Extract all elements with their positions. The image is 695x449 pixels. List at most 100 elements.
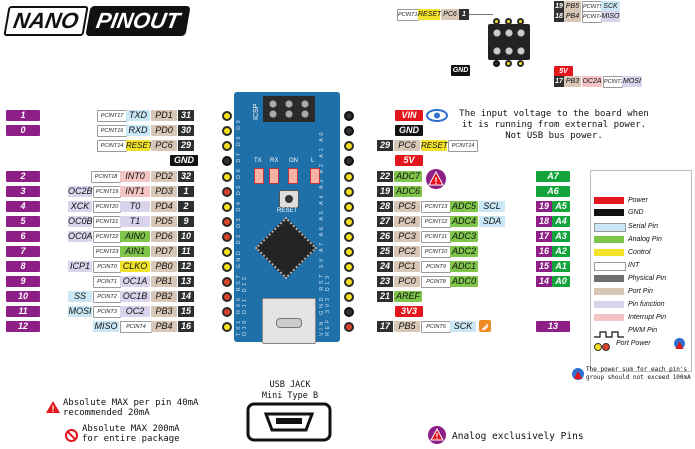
arduino-pin-0: 0	[6, 125, 40, 136]
func-label: INT1	[120, 186, 150, 197]
pin-dot	[222, 247, 232, 257]
pcint-label: PCINT9	[421, 261, 451, 273]
port-label: PC3	[394, 231, 420, 242]
analog-a6: A6	[536, 186, 570, 197]
port-label: PB5	[394, 321, 420, 332]
phys-num: 23	[377, 276, 393, 287]
arduino-pin-4: 4	[6, 201, 40, 212]
pin-dot	[344, 262, 354, 272]
icsp-pin-top-1	[493, 18, 500, 25]
adc-label: ADC6	[394, 186, 422, 197]
port-label: PB4	[151, 321, 177, 332]
phys-num: 15	[178, 306, 194, 317]
icsp-sck-func: SCK	[601, 1, 620, 12]
reset-button[interactable]	[279, 190, 299, 208]
arduino-pin-9: 9	[6, 276, 40, 287]
pcint-label: PCINT3	[93, 306, 121, 318]
reset-board-label: RESET	[277, 208, 298, 214]
analog-a4: A4	[552, 216, 570, 227]
icsp-gnd: GND	[451, 65, 470, 76]
phys-num: 14	[178, 291, 194, 302]
pin-dot	[222, 111, 232, 121]
power-sum-note: The power sum for each pin's group shoul…	[586, 366, 691, 381]
phys-num: 28	[377, 201, 393, 212]
legend-label: Pin function	[628, 301, 665, 308]
warning-triangle-icon: !	[45, 400, 61, 414]
port-label: PD0	[151, 125, 177, 136]
reset-label: RESET	[421, 140, 448, 151]
vin-note: The input voltage to the board when it i…	[459, 109, 649, 141]
legend-swatch	[594, 288, 624, 295]
pin-dot	[344, 111, 354, 121]
vin-label: VIN	[395, 110, 423, 121]
adc-label: ADC1	[450, 261, 478, 272]
pin-dot	[344, 277, 354, 287]
phys-num: 30	[178, 125, 194, 136]
pin-dot	[222, 232, 232, 242]
pin-dot	[222, 322, 232, 332]
c1-label: ICP1	[68, 261, 92, 272]
legend-label: Port Pin	[628, 288, 653, 295]
pin-dot	[222, 156, 232, 166]
pin-dot	[222, 277, 232, 287]
svg-text:!: !	[436, 432, 439, 441]
phys-num: 31	[178, 110, 194, 121]
legend-swatch	[594, 223, 626, 232]
port-label: PC6	[151, 140, 177, 151]
arduino-pin-11: 11	[6, 306, 40, 317]
port-label: PC4	[394, 216, 420, 227]
func-label: RXD	[126, 125, 150, 136]
icsp-pin-top-3	[517, 18, 524, 25]
c1-label: MISO	[93, 321, 119, 332]
adc-label: ADC7	[394, 171, 422, 182]
pin-dot	[344, 307, 354, 317]
pin-dot	[344, 247, 354, 257]
phys-num: 29	[178, 140, 194, 151]
port-label: PD3	[151, 186, 177, 197]
led-rx-label: RX	[270, 158, 279, 164]
legend-label: Power	[628, 197, 648, 204]
analog-note: Analog exclusively Pins	[452, 431, 584, 442]
c1-label: OC2B	[68, 186, 93, 197]
func-label: OC2	[120, 306, 150, 317]
icsp-leader	[469, 14, 493, 15]
port-label: PD1	[151, 110, 177, 121]
icsp-mosi-num: 17	[554, 76, 564, 87]
phys-num: 22	[377, 171, 393, 182]
led-icon	[479, 320, 491, 332]
phys-num: 32	[178, 171, 194, 182]
legend-label: INT	[628, 262, 640, 269]
led-tx	[254, 168, 264, 184]
phys-num: 13	[178, 276, 194, 287]
icsp-mosi-func: MOSI	[622, 76, 642, 87]
pin-dot	[222, 187, 232, 197]
pcint-label: PCINT11	[421, 231, 451, 243]
phys-num: 11	[178, 246, 194, 257]
legend-swatch	[594, 209, 624, 216]
legend-label: PWM Pin	[628, 327, 658, 334]
power-sum-icon	[572, 368, 584, 380]
legend-label: GND	[628, 209, 644, 216]
max-pkg-note: Absolute MAX 200mA for entire package	[82, 424, 180, 444]
legend-label: Port Power	[616, 340, 651, 347]
arduino-pin-2: 2	[6, 171, 40, 182]
phys-num: 27	[377, 216, 393, 227]
c1-label: OC0B	[68, 216, 93, 227]
legend-swatch	[594, 275, 624, 282]
c1-label: XCK	[68, 201, 92, 212]
port-label: PB2	[151, 291, 177, 302]
phys-num: 29	[377, 140, 393, 151]
icsp-reset-num: 1	[459, 9, 469, 20]
arduino-pin-10: 10	[6, 291, 40, 302]
led-l-label: L	[311, 158, 315, 164]
c1-label: MOSI	[68, 306, 92, 317]
pwm-wave-icon	[594, 326, 624, 338]
pcint-label: PCINT12	[421, 216, 451, 228]
icsp-miso-num: 18	[554, 11, 564, 22]
arduino-pin-6: 6	[6, 231, 40, 242]
port-power-icon	[594, 339, 624, 351]
phys-num: 19	[377, 186, 393, 197]
icsp-pin-bot-2	[505, 60, 512, 67]
